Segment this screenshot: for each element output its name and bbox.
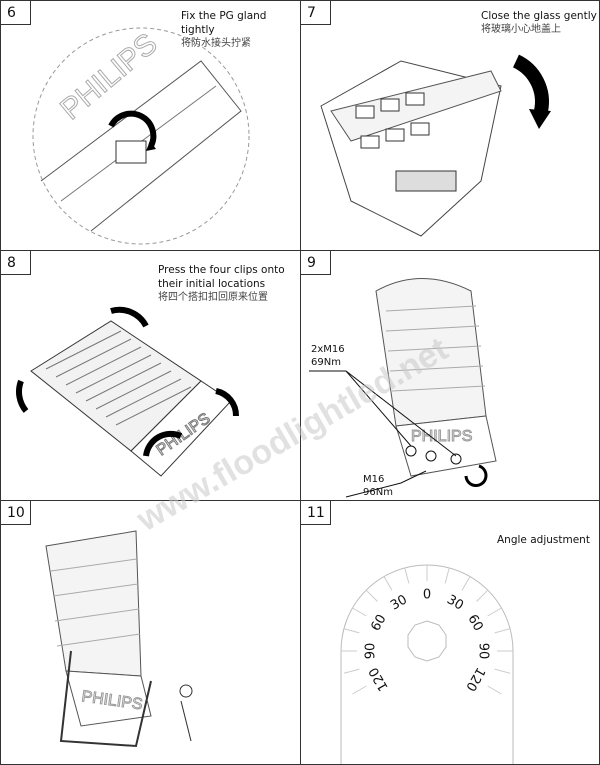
dial-label: 0 [422,587,432,603]
caption-en: Fix the PG gland tightly [181,10,267,36]
dial-tick [494,628,511,634]
press-clips-illustration: PHILIPS [16,306,240,477]
dial-label: 90 [475,642,491,660]
dial-tick [461,576,471,591]
dial-tick [444,567,450,584]
dial-tick [352,607,367,617]
tighten-bolts-illustration: PHILIPS [309,278,497,498]
step-8-panel: 8 Press the four clips onto their initia… [0,250,301,501]
step-number: 7 [301,1,331,25]
step-number: 6 [1,1,31,25]
caption-en-line1: Press the four clips onto [158,264,285,276]
dial-tick [494,668,511,674]
dial-tick [487,607,502,617]
close-glass-illustration [320,54,551,237]
dial-tick [343,628,360,634]
angle-set-illustration: PHILIPS [45,530,193,748]
dial-tick [383,576,393,591]
step-number: 8 [1,251,31,275]
step-7-panel: 7 Close the glass gently 将玻璃小心地盖上 [300,0,600,251]
dial-tick [487,685,502,695]
step-6-panel: 6 Fix the PG gland tightly 将防水接头拧紧 PHILI… [0,0,301,251]
caption-cn: 将四个搭扣扣回原来位置 [158,292,268,303]
step-caption: Fix the PG gland tightly 将防水接头拧紧 [181,9,300,51]
step-number: 10 [1,501,31,525]
bolt-torque: 69Nm [311,357,341,368]
dial-tick [404,567,410,584]
caption-cn: 将玻璃小心地盖上 [481,24,561,35]
brand-logo: PHILIPS [54,27,163,126]
dial-tick [352,685,367,695]
caption-cn: 将防水接头拧紧 [181,38,251,49]
step-caption: Close the glass gently 将玻璃小心地盖上 [481,9,597,37]
step-number: 9 [301,251,331,275]
caption-en-line2: their initial locations [158,278,266,290]
caption-en: Close the glass gently [481,10,597,22]
step-number: 11 [301,501,331,525]
bolt-spec-1: 2xM16 69Nm [311,343,345,369]
dial-tick [365,589,378,602]
step-10-panel: 10 PHILIPS [0,500,301,765]
dial-tick [476,589,489,602]
pg-gland-illustration: PHILIPS [32,27,250,245]
bolt-size: 2xM16 [311,344,345,355]
bolt-size: M16 [363,474,385,485]
brand-logo: PHILIPS [411,428,472,445]
step-9-panel: 9 PHILIPS 2xM16 69Nm M16 96Nm [300,250,600,501]
angle-dial [340,564,514,764]
dial-tick [343,668,360,674]
bolt-torque: 96Nm [363,487,393,498]
step-caption: Angle adjustment [497,534,590,546]
dial-label: 90 [363,642,379,660]
bolt-spec-2: M16 96Nm [363,473,393,499]
step-caption: Press the four clips onto their initial … [158,263,285,305]
